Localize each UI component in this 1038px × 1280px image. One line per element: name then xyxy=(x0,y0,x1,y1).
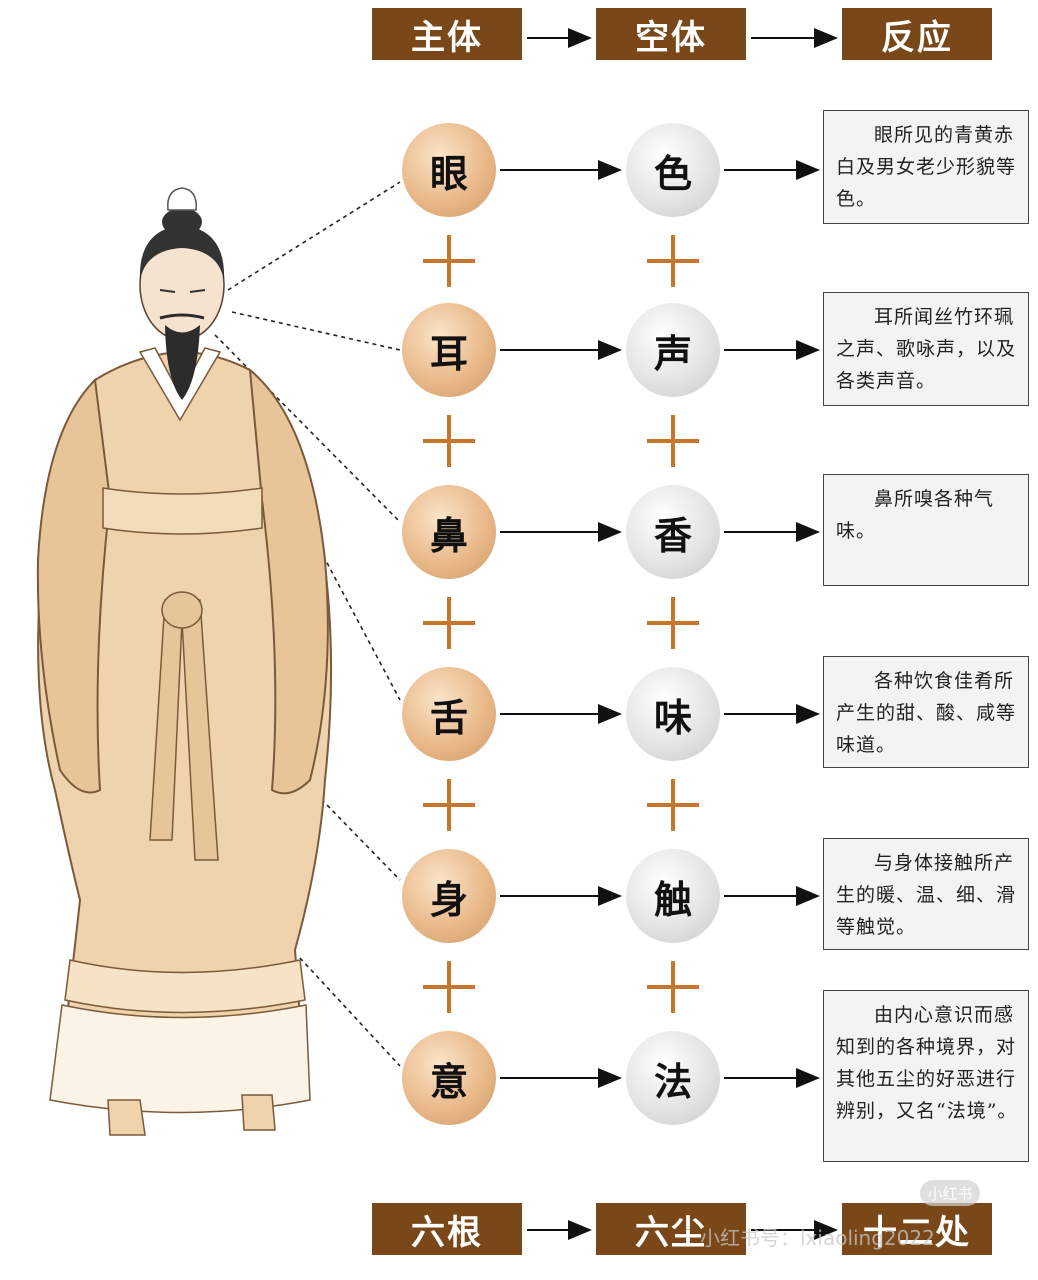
footer-six-roots: 六根 xyxy=(372,1203,522,1255)
plus-dust-4 xyxy=(647,779,699,831)
pointer-nose xyxy=(214,334,401,523)
organ-circle-1: 眼 xyxy=(402,123,496,217)
desc-box-4: 各种饮食佳肴所产生的甜、酸、咸等味道。 xyxy=(823,656,1029,768)
footer-twelve-places: 十二处 xyxy=(842,1203,992,1255)
plus-organ-4 xyxy=(423,779,475,831)
plus-organ-5 xyxy=(423,961,475,1013)
desc-box-3: 鼻所嗅各种气味。 xyxy=(823,474,1029,586)
desc-box-2: 耳所闻丝竹环珮之声、歌咏声，以及各类声音。 xyxy=(823,292,1029,406)
plus-dust-3 xyxy=(647,597,699,649)
header-reaction: 反应 xyxy=(842,8,992,60)
dust-circle-3: 香 xyxy=(626,485,720,579)
organ-circle-2: 耳 xyxy=(402,303,496,397)
dust-circle-6: 法 xyxy=(626,1031,720,1125)
dust-circle-5: 触 xyxy=(626,849,720,943)
plus-organ-2 xyxy=(423,415,475,467)
desc-box-5: 与身体接触所产生的暖、温、细、滑等触觉。 xyxy=(823,838,1029,950)
organ-circle-6: 意 xyxy=(402,1031,496,1125)
dust-circle-4: 味 xyxy=(626,667,720,761)
plus-organ-3 xyxy=(423,597,475,649)
header-object: 空体 xyxy=(596,8,746,60)
organ-circle-3: 鼻 xyxy=(402,485,496,579)
desc-box-1: 眼所见的青黄赤白及男女老少形貌等色。 xyxy=(823,110,1029,224)
header-subject: 主体 xyxy=(372,8,522,60)
plus-dust-5 xyxy=(647,961,699,1013)
pointer-ear xyxy=(231,311,401,351)
scholar-figure xyxy=(36,187,333,1136)
plus-dust-1 xyxy=(647,235,699,287)
dust-circle-2: 声 xyxy=(626,303,720,397)
plus-organ-1 xyxy=(423,235,475,287)
watermark-text: 小红书号：lxiaoling2022 xyxy=(700,1226,935,1250)
watermark-badge: 小红书 xyxy=(920,1180,980,1206)
pointer-mind xyxy=(299,957,401,1067)
organ-circle-5: 身 xyxy=(402,849,496,943)
footer-six-dusts: 六尘 xyxy=(596,1203,746,1255)
plus-dust-2 xyxy=(647,415,699,467)
desc-box-6: 由内心意识而感知到的各种境界，对其他五尘的好恶进行辨别，又名“法境”。 xyxy=(823,990,1029,1162)
dust-circle-1: 色 xyxy=(626,123,720,217)
organ-circle-4: 舌 xyxy=(402,667,496,761)
pointer-eye xyxy=(227,181,401,291)
